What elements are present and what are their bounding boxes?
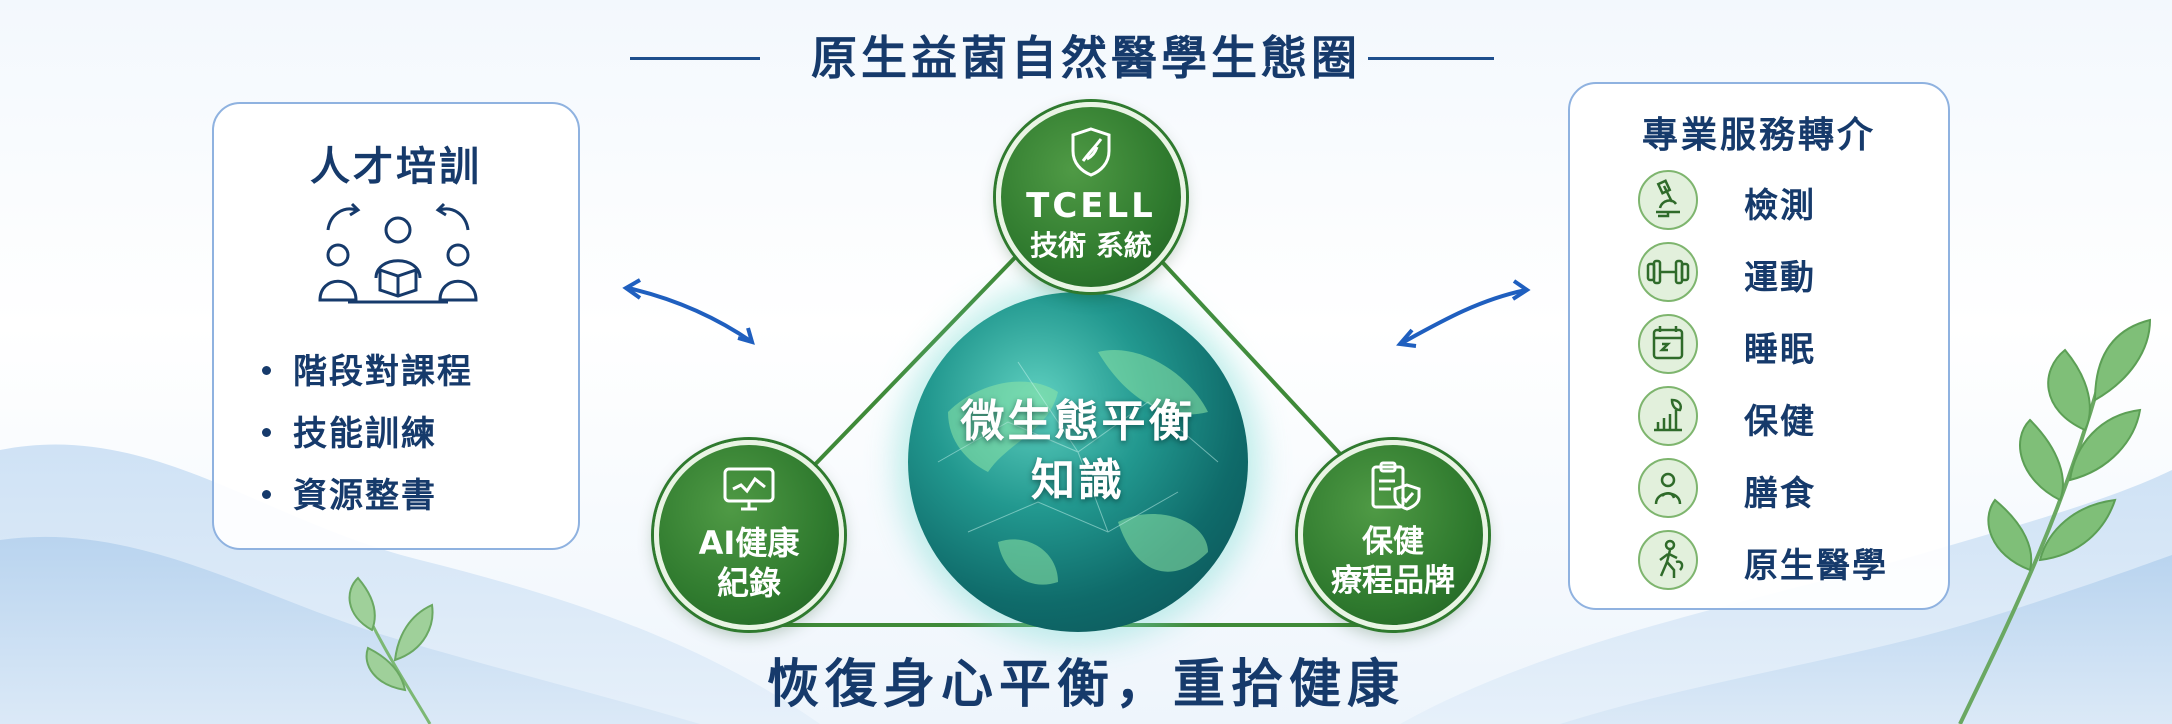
growth-chart-icon — [1638, 386, 1698, 446]
wave-right-front — [1560, 555, 2172, 724]
talent-training-card: 人才培訓 階段對課程 技能訓練 資源整書 — [212, 102, 580, 550]
node-health-brand-line-1: 保健 — [1362, 524, 1424, 560]
training-item-label: 階段對課程 — [293, 352, 473, 392]
meal-icon — [1638, 458, 1698, 518]
node-ai-health-text: AI健康 紀錄 — [659, 523, 839, 603]
leaf-sprig-right — [1958, 318, 2152, 724]
title-rule-left — [630, 57, 760, 60]
dumbbell-icon — [1638, 242, 1698, 302]
service-label: 保健 — [1744, 402, 1816, 442]
walking-person-icon — [1638, 530, 1698, 590]
training-item-3: 資源整書 — [262, 468, 437, 517]
bullet-dot — [262, 366, 271, 375]
center-line-1: 微生態平衡 — [960, 396, 1196, 447]
center-globe: 微生態平衡 知識 — [908, 292, 1248, 632]
training-item-label: 技能訓練 — [293, 414, 437, 454]
node-health-brand: 保健 療程品牌 — [1298, 440, 1488, 630]
clipboard-shield-icon — [1371, 461, 1421, 511]
service-label: 原生醫學 — [1744, 546, 1888, 586]
node-health-brand-text: 保健 療程品牌 — [1303, 523, 1483, 601]
node-tcell-line-1: TCELL — [1026, 186, 1156, 226]
node-tcell-line-2: 技術 系統 — [1030, 228, 1152, 262]
sleep-calendar-icon — [1638, 314, 1698, 374]
bullet-dot — [262, 490, 271, 499]
node-ai-health-line-1: AI健康 — [698, 524, 800, 562]
title-rule-right — [1368, 57, 1494, 60]
center-label: 微生態平衡 知識 — [908, 392, 1248, 511]
page-title: 原生益菌自然醫學生態圈 — [811, 31, 1361, 85]
training-item-1: 階段對課程 — [262, 344, 473, 393]
shield-icon — [1071, 127, 1111, 177]
service-label: 膳食 — [1744, 474, 1816, 514]
microscope-icon — [1638, 170, 1698, 230]
node-health-brand-line-2: 療程品牌 — [1331, 562, 1455, 599]
bullet-dot — [262, 428, 271, 437]
wave-left-front — [0, 536, 700, 724]
title-wrap: 原生益菌自然醫學生態圈 — [0, 22, 2172, 88]
center-line-2: 知識 — [1031, 455, 1125, 507]
monitor-icon — [723, 467, 775, 511]
double-arrow-left — [622, 278, 755, 345]
service-referral-card: 專業服務轉介 檢測 運動 睡眠 保健 膳食 原生醫學 — [1568, 82, 1950, 610]
node-ai-health-line-2: 紀錄 — [716, 564, 781, 602]
training-item-label: 資源整書 — [293, 476, 437, 516]
service-label: 運動 — [1744, 258, 1816, 298]
training-item-2: 技能訓練 — [262, 406, 437, 455]
people-training-icon — [318, 202, 478, 304]
service-referral-title: 專業服務轉介 — [1641, 115, 1876, 156]
service-label: 檢測 — [1744, 186, 1816, 226]
leaf-sprig-left — [348, 576, 434, 724]
network-pattern — [937, 350, 1219, 585]
double-arrow-right — [1396, 279, 1531, 348]
node-tcell: TCELL 技術 系統 — [996, 102, 1186, 292]
slogan: 恢復身心平衡，重拾健康 — [766, 655, 1405, 715]
node-tcell-text: TCELL 技術 系統 — [1001, 185, 1181, 263]
talent-training-title: 人才培訓 — [310, 144, 482, 190]
node-ai-health: AI健康 紀錄 — [654, 440, 844, 630]
service-label: 睡眠 — [1744, 330, 1816, 370]
